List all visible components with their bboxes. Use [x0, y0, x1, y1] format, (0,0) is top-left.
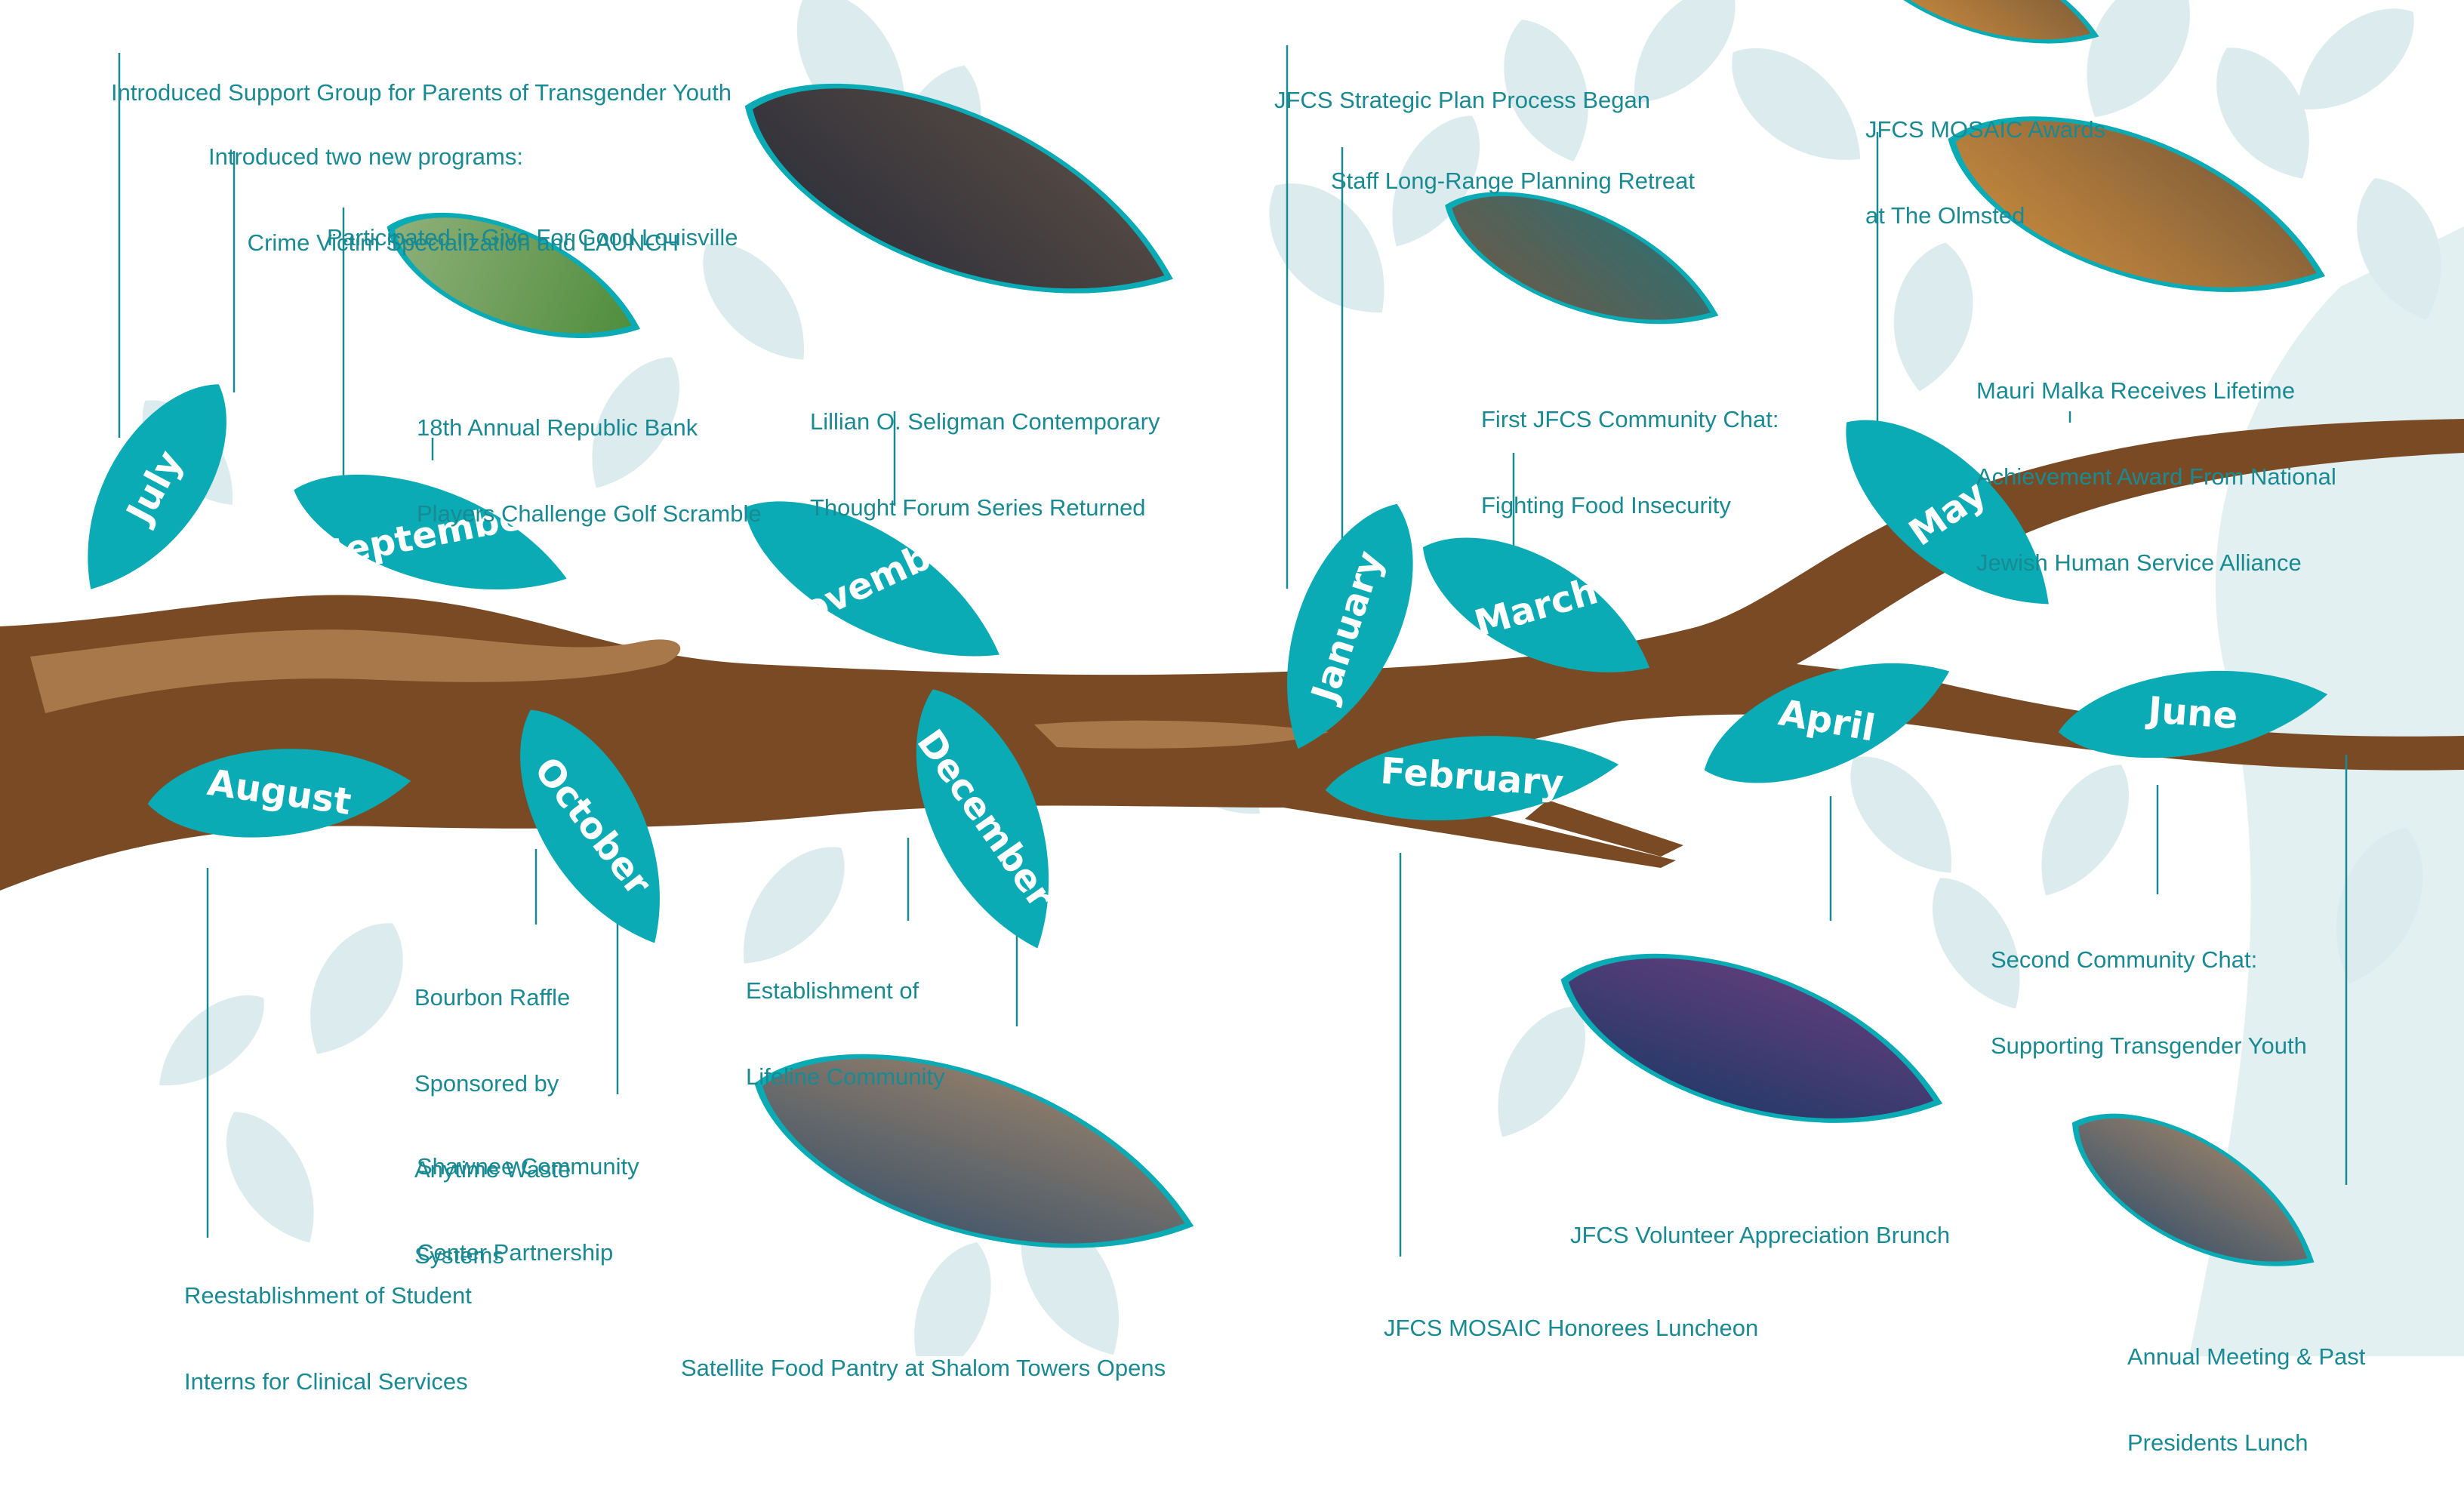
volunteer-brunch-photo-leaf	[1544, 917, 1959, 1167]
caption-shawnee: Shawnee Community Center Partnership	[417, 1153, 639, 1266]
caption-food-pantry: Satellite Food Pantry at Shalom Towers O…	[681, 1355, 1166, 1381]
leaf-february: February	[1322, 723, 1622, 832]
leaf-july: July	[49, 358, 260, 615]
leaf-march: March	[1400, 504, 1673, 711]
caption-give-for-good: Participated in Give For Good Louisville	[327, 224, 738, 251]
timeline-artwork: July September November January March Ma…	[0, 0, 2464, 1356]
leaf-may: May	[1813, 384, 2083, 642]
caption-annual-meeting: Annual Meeting & Past Presidents Lunch	[2127, 1343, 2366, 1456]
jfcs-timeline-tree: July September November January March Ma…	[0, 0, 2464, 1456]
leaf-april: April	[1686, 629, 1967, 813]
caption-mosaic-luncheon: JFCS MOSAIC Honorees Luncheon	[1384, 1315, 1759, 1341]
caption-mauri-malka: Mauri Malka Receives Lifetime Achievemen…	[1976, 377, 2336, 576]
month-label-june: June	[2145, 689, 2239, 737]
leaf-november: November	[720, 466, 1024, 697]
caption-golf-scramble: 18th Annual Republic Bank Players Challe…	[417, 414, 762, 527]
caption-mosaic-awards: JFCS MOSAIC Awards at The Olmsted	[1865, 116, 2106, 229]
caption-bourbon-raffle: Bourbon Raffle Sponsored by Anytime Wast…	[414, 984, 571, 1269]
caption-volunteer-brunch: JFCS Volunteer Appreciation Brunch	[1570, 1222, 1951, 1248]
caption-community-chat-1: First JFCS Community Chat: Fighting Food…	[1481, 406, 1779, 518]
caption-two-programs: Introduced two new programs: Crime Victi…	[208, 143, 679, 256]
caption-thought-forum: Lillian O. Seligman Contemporary Thought…	[810, 408, 1160, 521]
caption-strategic-plan: JFCS Strategic Plan Process Began	[1274, 87, 1650, 113]
connector-lines	[118, 45, 2348, 1257]
leaf-june: June	[2053, 654, 2333, 773]
caption-student-interns: Reestablishment of Student Interns for C…	[184, 1282, 472, 1395]
caption-support-group: Introduced Support Group for Parents of …	[111, 79, 732, 106]
caption-lifeline: Establishment of Lifeline Community	[746, 977, 945, 1090]
caption-planning-retreat: Staff Long-Range Planning Retreat	[1331, 168, 1695, 194]
caption-community-chat-2: Second Community Chat: Supporting Transg…	[1991, 946, 2307, 1059]
leaf-september: September	[279, 446, 581, 623]
leaf-august: August	[143, 737, 415, 848]
background-foliage	[122, 0, 2464, 1356]
